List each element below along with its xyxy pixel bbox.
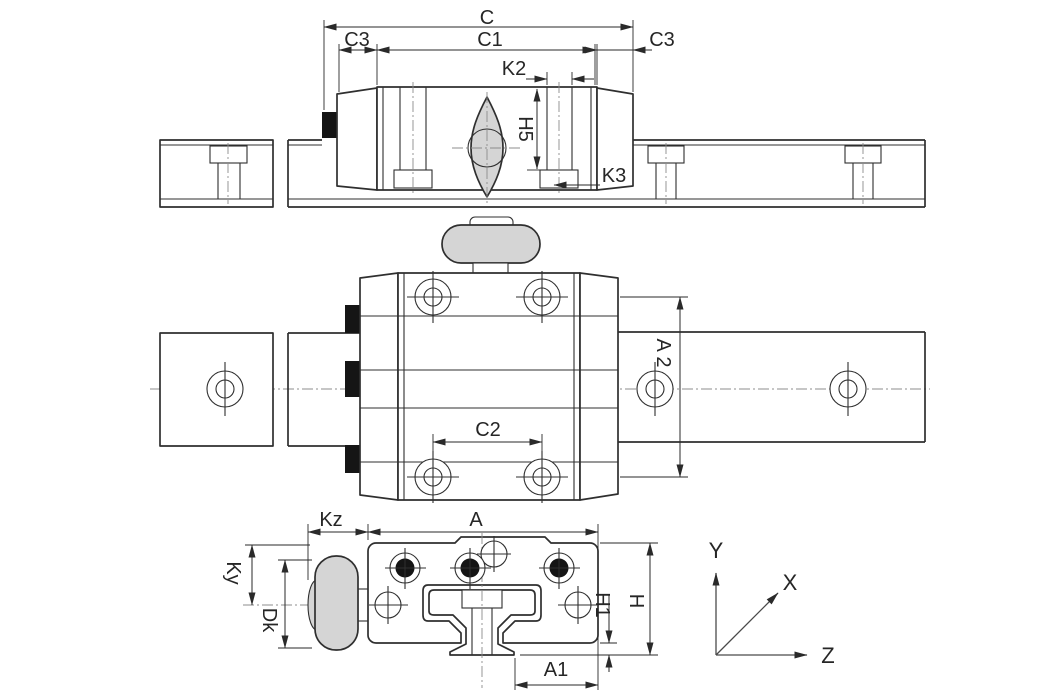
dim-kz-label: Kz xyxy=(319,509,342,531)
rail-side-right-segment xyxy=(287,139,926,208)
dim-dk: Dk xyxy=(258,559,312,649)
end-view: Kz A Ky Dk H H1 xyxy=(222,509,658,690)
coordinate-axes: Y X Z xyxy=(709,538,835,668)
side-hole xyxy=(369,586,408,624)
dim-k2-label: K2 xyxy=(502,58,526,80)
dim-a1: A1 xyxy=(514,658,599,690)
dim-c3-right: C3 xyxy=(583,29,675,85)
x-axis-label: X xyxy=(783,570,798,595)
bolt-hole-filled xyxy=(450,548,491,589)
rail-plan-right xyxy=(618,331,926,443)
dim-a: A xyxy=(367,509,599,690)
dim-c2: C2 xyxy=(432,419,543,458)
dim-h-label: H xyxy=(625,594,647,608)
carriage-plan xyxy=(345,216,619,503)
dim-c1-label: C1 xyxy=(477,29,503,51)
rail-bolt-head xyxy=(209,145,248,164)
dim-dk-label: Dk xyxy=(258,608,280,633)
mounting-hole xyxy=(407,271,459,323)
dim-h1-label: H1 xyxy=(591,592,613,618)
bolt-hole-filled xyxy=(385,548,426,589)
bolt-hole-filled xyxy=(539,548,580,589)
end-cap-left-plan xyxy=(359,272,399,501)
side-seal xyxy=(345,305,360,333)
mounting-hole xyxy=(407,451,459,503)
plan-view: C2 A 2 xyxy=(150,216,930,503)
dim-h: H xyxy=(520,542,658,656)
dim-c3-left: C3 xyxy=(338,29,378,92)
mounting-hole xyxy=(516,271,568,323)
mounting-hole xyxy=(516,451,568,503)
clamp-knob-end xyxy=(307,555,371,651)
dim-kz: Kz xyxy=(307,509,369,580)
lube-port xyxy=(477,536,511,572)
dim-k3-label: K3 xyxy=(602,165,626,187)
dim-c-label: C xyxy=(480,7,494,29)
rail-plan-left xyxy=(159,332,360,447)
dim-c3-right-label: C3 xyxy=(649,29,675,51)
dim-a-label: A xyxy=(469,509,483,531)
dim-h5-label: H5 xyxy=(514,116,536,142)
y-axis-label: Y xyxy=(709,538,724,563)
dim-c2-label: C2 xyxy=(475,419,501,441)
end-cap-right-plan xyxy=(579,272,619,501)
z-axis-label: Z xyxy=(821,643,834,668)
dim-k3: K3 xyxy=(553,165,626,189)
knob-body xyxy=(314,555,359,651)
end-cap-left xyxy=(336,87,378,191)
dim-ky-label: Ky xyxy=(222,561,244,584)
dim-h5: H5 xyxy=(514,88,541,171)
x-axis xyxy=(715,592,779,656)
dim-a2-label: A 2 xyxy=(652,339,674,368)
side-view: C C3 C1 C3 K2 H xyxy=(159,7,926,208)
dim-h1: H1 xyxy=(591,592,617,672)
dim-c: C xyxy=(323,7,634,110)
end-cap-right xyxy=(596,87,634,191)
clamp-knob-shaft xyxy=(472,262,509,274)
side-seal xyxy=(345,445,360,473)
carriage-side xyxy=(322,82,634,203)
side-seal xyxy=(345,361,360,397)
dim-c1: C1 xyxy=(376,29,596,85)
side-hole xyxy=(558,586,597,624)
rail-profile xyxy=(428,589,536,656)
clamp-knob-plan xyxy=(441,224,541,264)
dim-a2: A 2 xyxy=(620,296,688,478)
dim-ky: Ky xyxy=(222,544,310,606)
end-seal xyxy=(322,112,337,138)
dim-c3-left-label: C3 xyxy=(344,29,370,51)
clamp-lever-side xyxy=(452,92,523,203)
dim-a1-label: A1 xyxy=(544,659,568,681)
rail-side-left-segment xyxy=(159,139,274,208)
dim-k2: K2 xyxy=(502,58,594,85)
